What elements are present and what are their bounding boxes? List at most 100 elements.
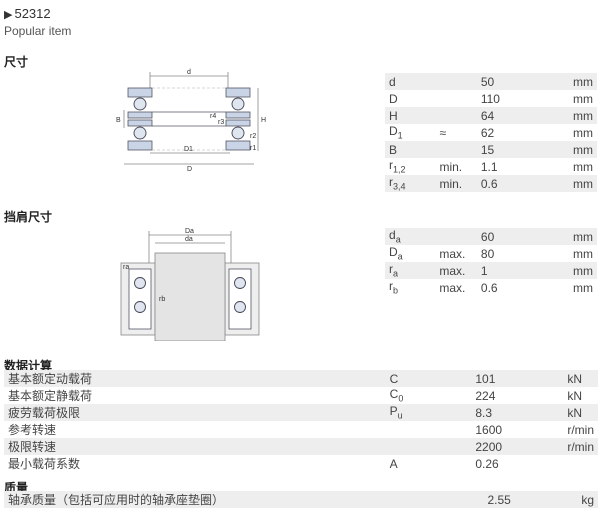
unit: mm (569, 107, 597, 124)
symbol-subscript: 3,4 (393, 181, 406, 192)
abutment-dimension-drawing: Da da ra rb (115, 223, 265, 341)
property-name: 最小载荷系数 (8, 457, 81, 471)
qualifier (435, 107, 477, 124)
value: 0.26 (475, 456, 499, 471)
unit: mm (573, 280, 593, 295)
symbol: d (389, 74, 396, 89)
diagram-label-d-outer: D (187, 166, 192, 173)
table-row: rb max. 0.6 mm (385, 279, 597, 296)
property-name: 基本额定动载荷 (4, 370, 386, 387)
qualifier: max. (439, 280, 466, 295)
diagram-label-r4: r4 (210, 113, 216, 120)
section-heading-calc: 数据计算 (4, 359, 53, 373)
symbol-subscript: b (393, 285, 399, 296)
product-designation: 52312 (14, 6, 51, 21)
table-row: 最小载荷系数 A 0.26 (4, 455, 598, 472)
symbol: r (389, 175, 393, 190)
symbol: D (389, 91, 398, 106)
symbol: P (389, 404, 398, 419)
table-row: D 110 mm (385, 90, 597, 107)
diagram-label-da-upper: Da (185, 228, 194, 235)
symbol-subscript: 1,2 (393, 164, 406, 175)
symbol-subscript: 0 (398, 393, 404, 404)
unit: kg (577, 491, 598, 508)
qualifier (435, 228, 477, 245)
diagram-label-r1: r1 (250, 145, 256, 152)
qualifier: max. (439, 246, 466, 261)
symbol-subscript: 1 (397, 130, 403, 141)
qualifier: min. (435, 175, 477, 192)
unit: kN (563, 370, 598, 387)
unit: mm (573, 159, 593, 174)
table-row: 参考转速 1600 r/min (4, 421, 598, 438)
property-name: 疲劳载荷极限 (4, 404, 386, 421)
unit: mm (569, 73, 597, 90)
unit: mm (569, 228, 597, 245)
section-heading-dimensions: 尺寸 (4, 55, 29, 69)
symbol: C (389, 371, 399, 386)
value: 2200 (471, 438, 564, 455)
symbol: H (389, 108, 398, 123)
value: 1600 (475, 422, 503, 437)
value: 224 (475, 388, 496, 403)
diagram-label-r2: r2 (250, 133, 256, 140)
diagram-label-b: B (116, 117, 121, 124)
symbol: A (389, 456, 398, 471)
qualifier: min. (439, 159, 463, 174)
value: 8.3 (471, 404, 564, 421)
unit (563, 455, 598, 472)
diagram-label-r3: r3 (218, 119, 224, 126)
diagram-label-d1: D1 (184, 146, 193, 153)
diagram-label-d: d (187, 69, 191, 76)
symbol-subscript: a (393, 268, 399, 279)
product-title: ▶52312 (4, 6, 51, 21)
value: 62 (480, 125, 495, 140)
property-name: 极限转速 (4, 438, 386, 455)
value: 0.6 (480, 280, 498, 295)
value: 1.1 (480, 159, 498, 174)
qualifier: max. (435, 262, 477, 279)
section-heading-abutment: 挡肩尺寸 (4, 210, 53, 224)
value: 15 (476, 141, 569, 158)
unit: mm (573, 91, 593, 106)
diagram-label-ra: ra (123, 264, 129, 271)
popular-item-label: Popular item (4, 24, 72, 38)
value: 101 (471, 370, 564, 387)
qualifier (435, 73, 477, 90)
triangle-right-icon: ▶ (4, 9, 13, 21)
qualifier (435, 141, 477, 158)
value: 1 (476, 262, 569, 279)
property-name: 参考转速 (8, 423, 57, 437)
unit: r/min (567, 422, 594, 437)
symbol: d (389, 228, 396, 243)
diagram-label-h: H (261, 117, 266, 124)
unit: r/min (563, 438, 598, 455)
symbol-subscript: a (395, 234, 401, 245)
unit: mm (569, 262, 597, 279)
symbol-subscript: u (397, 410, 403, 421)
symbol: r (389, 279, 393, 294)
symbol: D (389, 124, 398, 139)
qualifier (435, 90, 476, 107)
value: 0.6 (476, 175, 569, 192)
value: 110 (480, 91, 500, 106)
unit: mm (573, 125, 593, 140)
value: 50 (476, 73, 569, 90)
bearing-dimension-drawing: d B H D1 D r1 r2 r3 r4 (110, 66, 270, 174)
diagram-label-rb: rb (159, 296, 165, 303)
